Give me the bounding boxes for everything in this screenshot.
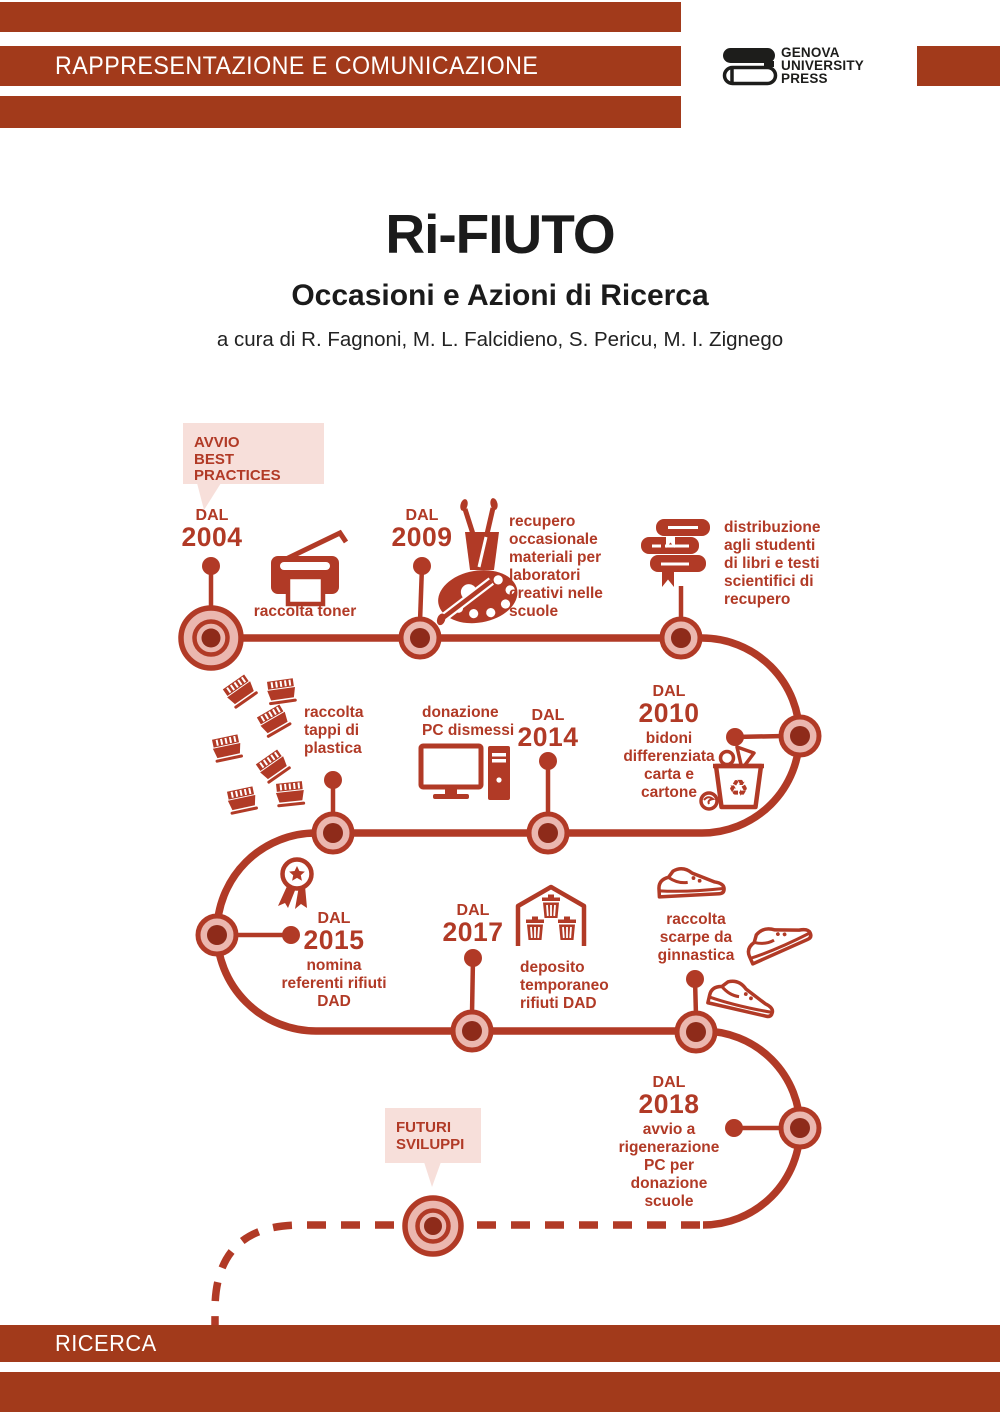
milestone-2004-dal: DAL [195,507,229,524]
footer-label: RICERCA [55,1330,157,1356]
warehouse-icon [515,884,587,946]
bottle-caps-icon [210,672,307,816]
publisher-name-line2: UNIVERSITY [781,58,865,73]
publisher-name-line3: PRESS [781,71,828,86]
milestone-2014-dal: DAL [531,707,565,724]
milestone-2009-dal: DAL [405,507,439,524]
publisher-name: GENOVA UNIVERSITY PRESS [781,45,865,86]
timeline-dashed-path [211,1221,700,1326]
printer-icon [271,529,349,607]
palette-icon [436,570,518,626]
page-subtitle: Occasioni e Azioni di Ricerca [291,279,709,312]
milestone-2009: DAL 2009 [372,507,472,552]
milestone-2017-dal: DAL [456,902,490,919]
callout-futuri: FUTURI SVILUPPI [385,1108,481,1163]
callout-avvio: AVVIO BEST PRACTICES [183,423,324,484]
timeline-node-2004 [178,605,244,671]
callout-avvio-pointer [197,483,221,510]
milestone-2017: DAL 2017 [423,902,523,947]
page-title: Ri-FIUTO [385,203,615,265]
footer-band-ricerca [0,1325,1000,1362]
medal-icon [278,857,314,909]
header-accent-block [917,46,1000,86]
computer-icon [418,743,510,800]
books-icon [641,519,710,587]
milestone-2004: DAL 2004 [162,507,262,552]
milestone-dots [202,557,744,1137]
footer-band-bottom [0,1372,1000,1412]
milestone-2004-year: 2004 [181,522,243,552]
milestone-2017-year: 2017 [442,917,504,947]
recycle-bin-icon: ♻ [699,745,764,811]
series-label: RAPPRESENTAZIONE E COMUNICAZIONE [55,52,539,80]
brush-cup-icon [460,498,499,570]
publisher-books-icon [722,48,778,86]
timeline-nodes [195,616,822,1150]
milestone-2010-year: 2010 [638,698,700,728]
timeline-node-futuri [402,1195,464,1257]
milestone-2014-year: 2014 [517,722,579,752]
milestone-2009-year: 2009 [391,522,453,552]
milestone-2014: DAL 2014 [498,707,598,752]
recycle-symbol: ♻ [728,776,749,802]
callout-futuri-line1: FUTURI [396,1119,451,1136]
milestone-2018-dal: DAL [652,1074,686,1091]
header-band-bottom [0,96,681,128]
callout-futuri-pointer [424,1162,441,1187]
callout-avvio-line2: BEST PRACTICES [194,450,281,484]
milestone-2004-label: raccolta toner [253,603,357,620]
byline: a cura di R. Fagnoni, M. L. Falcidieno, … [216,328,784,351]
header-band-series [0,46,681,86]
callout-avvio-line1: AVVIO [194,434,240,451]
header-band-top [0,2,681,32]
milestone-2010-dal: DAL [652,683,686,700]
milestone-2015-dal: DAL [317,910,351,927]
callout-futuri-line2: SVILUPPI [396,1135,465,1153]
milestone-2018-year: 2018 [638,1089,700,1119]
milestone-2015-year: 2015 [303,925,365,955]
publisher-name-line1: GENOVA [781,45,840,60]
